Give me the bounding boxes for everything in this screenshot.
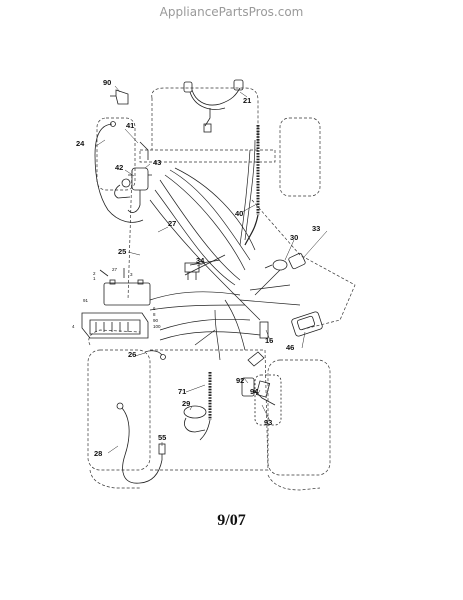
connector-16 <box>259 321 269 339</box>
battery-label-2: 2 <box>93 271 96 276</box>
chassis-outline <box>87 87 356 491</box>
fuse-holder-41 <box>139 141 149 160</box>
battery-label-90: 90 <box>153 318 159 323</box>
battery-label-4: 4 <box>72 324 75 329</box>
callout-21: 21 <box>243 96 251 105</box>
battery-label-27: 27 <box>112 267 118 272</box>
site-watermark: AppliancePartsPros.com <box>159 5 304 19</box>
battery-label-3: 3 <box>130 272 133 277</box>
module-46 <box>291 311 323 337</box>
relay-90 <box>110 89 129 105</box>
battery-label-6: 6 <box>153 306 156 311</box>
callout-43: 43 <box>153 158 161 167</box>
callout-labels: 90 21 24 41 42 43 40 27 33 30 25 34 16 4… <box>72 78 320 458</box>
callout-41: 41 <box>126 121 134 130</box>
coiled-harness-40 <box>244 125 260 246</box>
callout-16: 16 <box>265 336 273 345</box>
connector-55 <box>158 443 166 460</box>
battery-label-1: 1 <box>93 276 96 281</box>
callout-27: 27 <box>168 219 176 228</box>
switch-assembly-93 <box>241 351 282 426</box>
ground-cable-26 <box>144 350 166 360</box>
callout-28: 28 <box>94 449 102 458</box>
callout-93: 93 <box>264 418 272 427</box>
callout-71: 71 <box>178 387 186 396</box>
battery-cable-24 <box>94 121 144 223</box>
callout-24: 24 <box>76 139 85 148</box>
revision-date: 9/07 <box>217 512 246 529</box>
ignition-module-29 <box>183 405 207 433</box>
callout-26: 26 <box>128 350 136 359</box>
battery-label-100: 100 <box>153 324 161 329</box>
callout-34: 34 <box>196 256 205 265</box>
callout-46: 46 <box>286 343 294 352</box>
callout-40: 40 <box>235 209 243 218</box>
battery-assembly <box>81 268 151 339</box>
callout-25: 25 <box>118 247 126 256</box>
leader-lines <box>95 85 328 454</box>
callout-29: 29 <box>182 399 190 408</box>
callout-92: 92 <box>236 376 244 385</box>
callout-30: 30 <box>290 233 298 242</box>
battery-label-8: 8 <box>153 312 156 317</box>
callout-94: 94 <box>250 387 259 396</box>
coiled-harness-71 <box>199 372 212 441</box>
callout-42: 42 <box>115 163 123 172</box>
callout-90: 90 <box>103 78 111 87</box>
connector-34 <box>184 262 200 280</box>
battery-cable-28 <box>116 402 163 484</box>
callout-33: 33 <box>312 224 320 233</box>
battery-label-91: 91 <box>83 298 89 303</box>
headlight-harness-21 <box>183 79 244 133</box>
starter-solenoid-42 <box>114 167 152 213</box>
main-harness <box>149 139 301 361</box>
callout-55: 55 <box>158 433 166 442</box>
switch-30 <box>264 252 306 271</box>
